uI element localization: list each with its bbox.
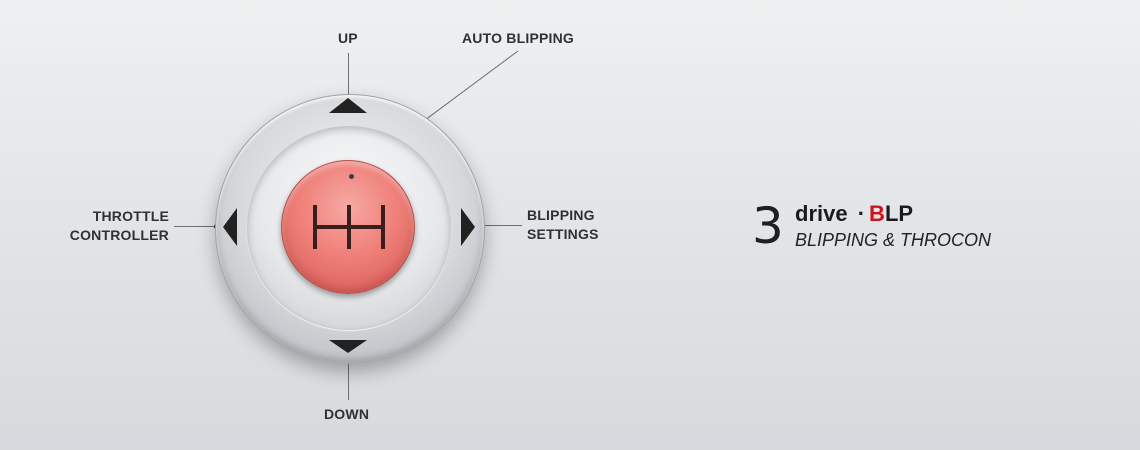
gear-shift-icon [313, 205, 385, 249]
label-down: DOWN [324, 406, 370, 422]
leader-dot-auto-blipping [349, 174, 354, 179]
brand-title-rest: LP [884, 201, 914, 226]
label-auto-blipping: AUTO BLIPPING [462, 30, 575, 46]
brand-title-b: B [869, 201, 885, 226]
label-blipping-line1: BLIPPING [527, 207, 595, 223]
brand-title: drive ·BLP [795, 202, 913, 226]
brand-title-dot: · [857, 201, 866, 226]
leader-line-up [348, 53, 349, 96]
label-up: UP [338, 30, 358, 46]
leader-line-down [348, 356, 349, 400]
chevron-left-icon[interactable] [223, 208, 237, 246]
leader-line-throttle [174, 226, 217, 227]
chevron-right-icon[interactable] [461, 208, 475, 246]
label-throttle-line1: THROTTLE [92, 208, 169, 224]
auto-blipping-button[interactable] [281, 160, 415, 294]
label-blipping-line2: SETTINGS [527, 226, 599, 242]
label-throttle-controller: THROTTLE CONTROLLER [58, 207, 169, 245]
brand-number: 3 [752, 197, 784, 255]
label-throttle-line2: CONTROLLER [69, 227, 169, 243]
brand-subtitle: BLIPPING & THROCON [795, 230, 992, 250]
brand-title-prefix: drive [795, 201, 848, 226]
leader-line-blipping [480, 225, 522, 226]
label-blipping-settings: BLIPPING SETTINGS [527, 206, 599, 244]
chevron-down-icon[interactable] [329, 340, 367, 353]
chevron-up-icon[interactable] [329, 98, 367, 113]
